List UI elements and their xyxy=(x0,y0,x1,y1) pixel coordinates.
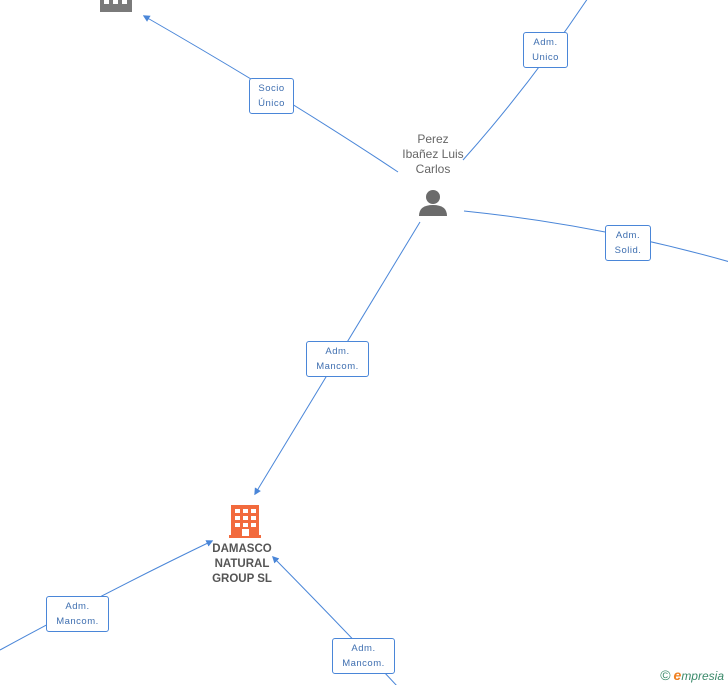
company-name-line: GROUP SL xyxy=(212,573,272,585)
edge-label-line: Socio xyxy=(258,83,285,94)
edge-label-adm-unico[interactable]: Adm. Unico xyxy=(523,32,568,68)
edge-label-adm-mancom-left[interactable]: Adm. Mancom. xyxy=(46,596,109,632)
edge-label-line: Mancom. xyxy=(56,616,99,627)
person-name-line: Ibañez Luis xyxy=(402,147,464,161)
edge-adm-solid xyxy=(463,210,728,262)
edge-adm-unico xyxy=(462,0,588,161)
copyright-icon: © xyxy=(660,667,671,683)
edge-label-line: Adm. xyxy=(351,643,376,654)
company-name-line: DAMASCO xyxy=(212,543,272,555)
edge-label-adm-solid[interactable]: Adm. Solid. xyxy=(605,225,651,261)
edge-label-line: Adm. xyxy=(325,346,350,357)
edge-label-adm-mancom-bottom[interactable]: Adm. Mancom. xyxy=(332,638,395,674)
person-name[interactable]: Perez Ibañez Luis Carlos xyxy=(378,132,488,177)
building-icon-other-company[interactable] xyxy=(100,0,132,12)
edge-label-line: Solid. xyxy=(614,245,642,256)
building-icon-company[interactable] xyxy=(229,505,261,538)
edge-label-line: Único xyxy=(258,98,285,109)
edge-label-adm-mancom-main[interactable]: Adm. Mancom. xyxy=(306,341,369,377)
edge-label-line: Adm. xyxy=(65,601,90,612)
company-name-line: NATURAL xyxy=(214,558,270,570)
brand-watermark: ©empresia xyxy=(660,667,724,683)
edge-label-line: Adm. xyxy=(533,37,558,48)
edge-label-socio-unico[interactable]: Socio Único xyxy=(249,78,294,114)
edge-label-line: Mancom. xyxy=(342,658,385,669)
edge-label-line: Unico xyxy=(532,52,559,63)
edge-adm-mancom-left xyxy=(0,540,214,651)
brand-name: mpresia xyxy=(681,669,724,683)
person-icon[interactable] xyxy=(419,190,447,216)
edge-label-line: Mancom. xyxy=(316,361,359,372)
edge-label-line: Adm. xyxy=(615,230,641,241)
person-name-line: Perez xyxy=(417,132,449,146)
person-name-line: Carlos xyxy=(415,162,451,176)
company-name[interactable]: DAMASCO NATURAL GROUP SL xyxy=(192,542,292,587)
brand-initial: e xyxy=(673,667,682,683)
